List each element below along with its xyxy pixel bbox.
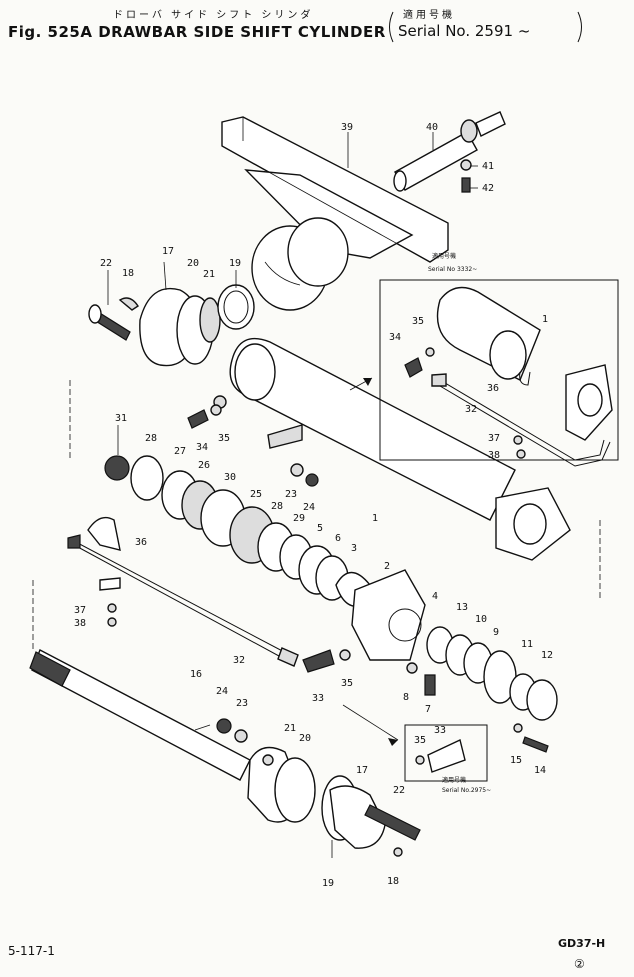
callout-32: 32 bbox=[233, 655, 245, 666]
elbow-fitting-part bbox=[187, 409, 209, 429]
inset-lower-callout-35: 35 bbox=[414, 735, 426, 746]
callout-15: 15 bbox=[510, 755, 522, 766]
serial-range: Serial No. 2591 ~ bbox=[398, 22, 531, 40]
piston-seal-stack bbox=[104, 455, 371, 608]
callout-30: 30 bbox=[224, 472, 236, 483]
callout-28-b: 28 bbox=[271, 501, 283, 512]
callout-5: 5 bbox=[317, 523, 323, 534]
o-ring-part bbox=[217, 284, 255, 330]
callout-21-b: 21 bbox=[284, 723, 296, 734]
callout-19: 19 bbox=[229, 258, 241, 269]
inset-callout-38: 38 bbox=[488, 450, 500, 461]
inset-lower-jp: 適用号機 bbox=[442, 776, 466, 784]
callout-8: 8 bbox=[403, 692, 409, 703]
page-reference: 5-117-1 bbox=[8, 944, 55, 958]
inset-callout-34: 34 bbox=[389, 332, 401, 343]
elbow-fitting-part bbox=[302, 649, 335, 673]
callout-26: 26 bbox=[198, 460, 210, 471]
callout-38: 38 bbox=[74, 618, 86, 629]
bolt-part bbox=[424, 674, 436, 696]
callout-24: 24 bbox=[303, 502, 315, 513]
lower-clamp-assembly bbox=[247, 746, 421, 857]
serial-close-bracket bbox=[577, 11, 582, 43]
callout-9: 9 bbox=[493, 627, 499, 638]
callout-10: 10 bbox=[475, 614, 487, 625]
callout-35-b: 35 bbox=[341, 678, 353, 689]
title-japanese: ドローバ サイド シフト シリンダ bbox=[113, 10, 314, 21]
callout-19-b: 19 bbox=[322, 878, 334, 889]
callout-17: 17 bbox=[162, 246, 174, 257]
callout-2: 2 bbox=[384, 561, 390, 572]
callout-35: 35 bbox=[218, 433, 230, 444]
callout-37: 37 bbox=[74, 605, 86, 616]
callout-24-b: 24 bbox=[216, 686, 228, 697]
callout-29: 29 bbox=[293, 513, 305, 524]
callout-34: 34 bbox=[196, 442, 208, 453]
callout-39: 39 bbox=[341, 122, 353, 133]
drawbar-bracket-part bbox=[221, 116, 449, 311]
inset-arrow-lower bbox=[342, 704, 399, 741]
callout-41: 41 bbox=[482, 161, 494, 172]
callout-22-b: 22 bbox=[393, 785, 405, 796]
callout-33: 33 bbox=[312, 693, 324, 704]
revision-mark: ② bbox=[574, 957, 585, 971]
nut-part bbox=[305, 473, 319, 487]
callout-1: 1 bbox=[372, 513, 378, 524]
model-code: GD37-H bbox=[558, 937, 606, 950]
callout-6: 6 bbox=[335, 533, 341, 544]
serial-open-bracket bbox=[389, 11, 394, 43]
serial-japanese: 適用号機 bbox=[403, 10, 455, 21]
callout-16: 16 bbox=[190, 669, 202, 680]
inset-upper-serial: Serial No 3332~ bbox=[428, 266, 477, 273]
callout-27: 27 bbox=[174, 446, 186, 457]
callout-40: 40 bbox=[426, 122, 438, 133]
callout-14: 14 bbox=[534, 765, 546, 776]
washer-part bbox=[460, 159, 472, 171]
callout-11: 11 bbox=[521, 639, 533, 650]
bolt-part bbox=[522, 736, 549, 753]
callout-31: 31 bbox=[115, 413, 127, 424]
callout-7: 7 bbox=[425, 704, 431, 715]
inset-upper bbox=[379, 279, 619, 467]
inset-callout-35: 35 bbox=[412, 316, 424, 327]
callout-18-b: 18 bbox=[387, 876, 399, 887]
inset-lower-serial: Serial No.2975~ bbox=[442, 787, 491, 794]
inset-callout-37: 37 bbox=[488, 433, 500, 444]
callout-21: 21 bbox=[203, 269, 215, 280]
callout-23: 23 bbox=[285, 489, 297, 500]
callout-12: 12 bbox=[541, 650, 553, 661]
hydraulic-pipe-part bbox=[67, 516, 299, 667]
callout-4: 4 bbox=[432, 591, 438, 602]
inset-callout-1: 1 bbox=[542, 314, 548, 325]
callout-20-b: 20 bbox=[299, 733, 311, 744]
callout-42: 42 bbox=[482, 183, 494, 194]
callout-22: 22 bbox=[100, 258, 112, 269]
inset-upper-jp: 適用号機 bbox=[432, 252, 456, 260]
bolt-part bbox=[461, 177, 471, 193]
callout-3: 3 bbox=[351, 543, 357, 554]
piston-rod-part bbox=[29, 649, 251, 781]
pin-part bbox=[393, 111, 506, 192]
callout-25: 25 bbox=[250, 489, 262, 500]
figure-title: Fig. 525A DRAWBAR SIDE SHIFT CYLINDER bbox=[8, 23, 386, 41]
inset-lower-callout-33: 33 bbox=[434, 725, 446, 736]
cotter-pin-part bbox=[118, 297, 139, 311]
callout-20: 20 bbox=[187, 258, 199, 269]
callout-18: 18 bbox=[122, 268, 134, 279]
cylinder-tube-part bbox=[213, 337, 571, 561]
inset-callout-36: 36 bbox=[487, 383, 499, 394]
washer-part bbox=[290, 463, 304, 477]
callout-17-b: 17 bbox=[356, 765, 368, 776]
washer-part bbox=[406, 662, 418, 674]
callout-13: 13 bbox=[456, 602, 468, 613]
callout-28: 28 bbox=[145, 433, 157, 444]
callout-23-b: 23 bbox=[236, 698, 248, 709]
inset-lower bbox=[404, 724, 488, 782]
callout-36: 36 bbox=[135, 537, 147, 548]
inset-callout-32: 32 bbox=[465, 404, 477, 415]
cylinder-head-part bbox=[351, 569, 426, 661]
